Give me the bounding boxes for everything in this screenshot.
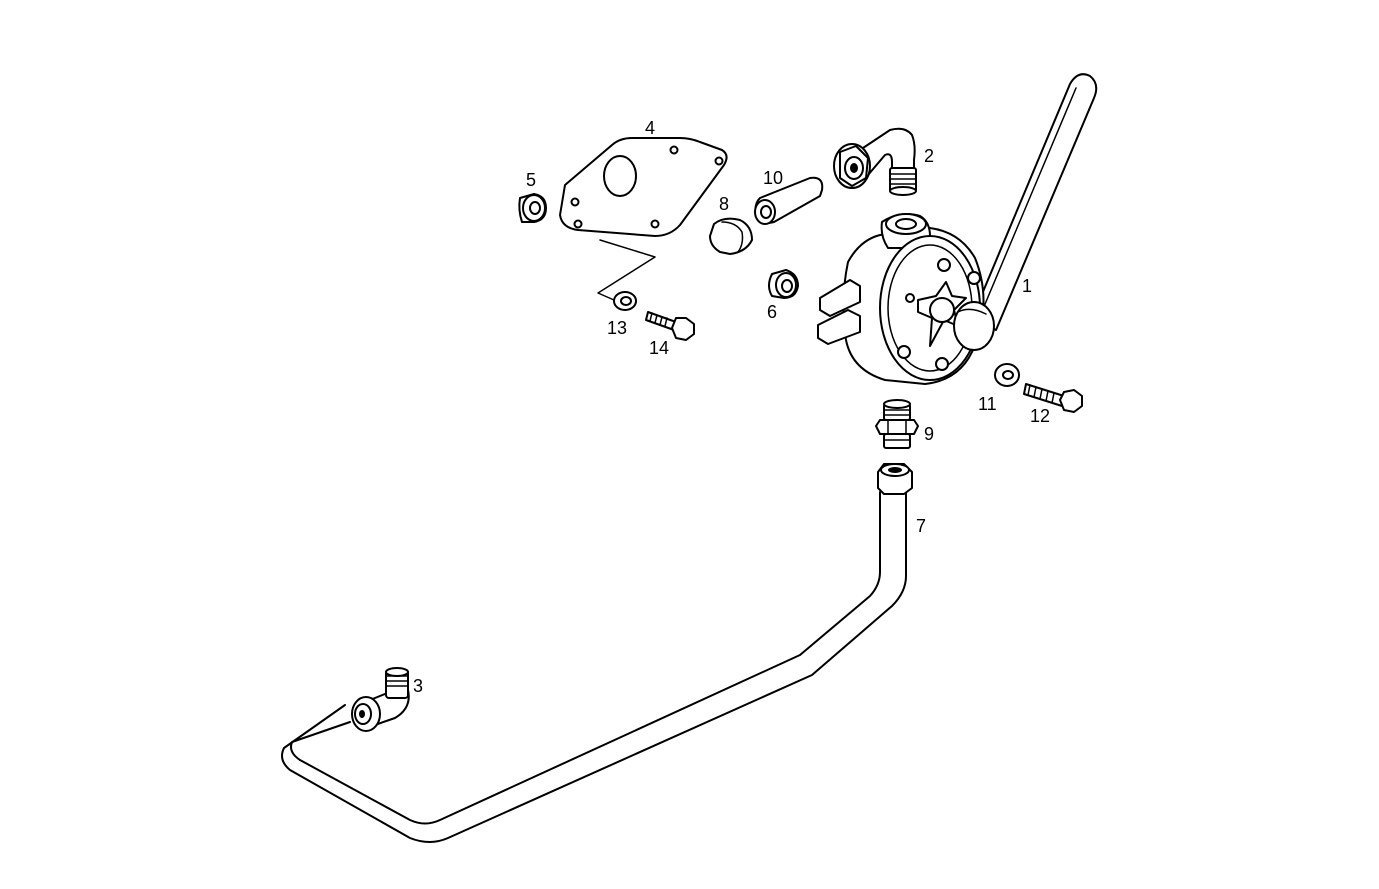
label-elbow-fitting-top: 2 (924, 146, 934, 166)
bolt-14-part (645, 311, 695, 341)
spacer-5-part (518, 193, 547, 223)
label-cap: 8 (719, 194, 729, 214)
pump-part (817, 73, 1098, 385)
washer-13-part (613, 291, 637, 311)
label-sleeve: 10 (763, 168, 783, 188)
spacer-6-part (768, 269, 799, 299)
label-pipe: 7 (916, 516, 926, 536)
sleeve-part (754, 176, 824, 225)
label-spacer-5: 5 (526, 170, 536, 190)
elbow-fitting-top-part (833, 127, 917, 196)
label-elbow-fitting-bottom: 3 (413, 676, 423, 696)
cap-part (709, 217, 753, 255)
adapter-part (875, 399, 919, 449)
label-pump: 1 (1022, 276, 1032, 296)
label-adapter: 9 (924, 424, 934, 444)
label-bolt-12: 12 (1030, 406, 1050, 426)
label-washer-11: 11 (978, 394, 997, 414)
pipe-part (281, 463, 913, 843)
label-spacer-6: 6 (767, 302, 777, 322)
elbow-fitting-bottom-part (351, 667, 410, 732)
mounting-plate-part (559, 137, 728, 301)
label-washer-13: 13 (607, 318, 627, 338)
label-mounting-plate: 4 (645, 118, 655, 138)
label-bolt-14: 14 (649, 338, 669, 358)
bolt-12-part (1023, 383, 1083, 413)
washer-11-part (994, 363, 1020, 387)
